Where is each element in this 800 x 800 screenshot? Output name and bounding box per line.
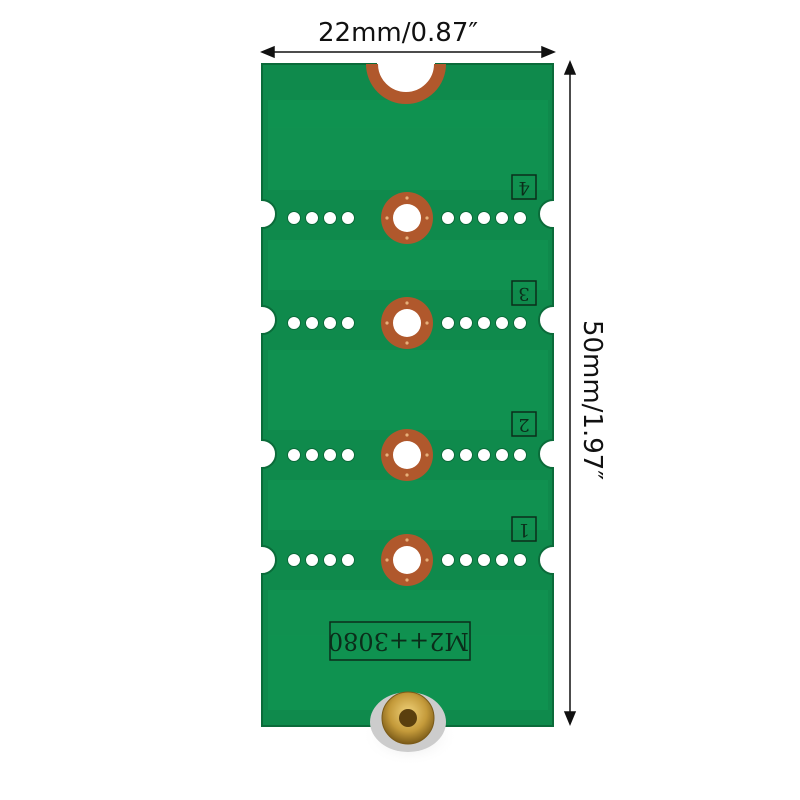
width-dimension-label: 22mm/0.87″ — [318, 18, 479, 48]
width-dimension-line — [260, 45, 556, 59]
slot-label-1: 1 — [518, 519, 530, 540]
silkscreen-label-boxes — [329, 174, 537, 661]
ring-vias — [385, 196, 429, 582]
slot-label-3: 3 — [518, 283, 530, 304]
top-copper-notch — [366, 63, 446, 104]
mount-row-4 — [287, 192, 527, 244]
trace-bands — [268, 100, 548, 710]
mount-row-3 — [287, 297, 527, 349]
height-dimension-line — [563, 60, 577, 726]
slot-label-4: 4 — [518, 177, 530, 198]
mount-row-1 — [287, 534, 527, 586]
brass-standoff — [370, 691, 446, 752]
mount-row-2 — [287, 429, 527, 481]
slot-label-2: 2 — [518, 414, 530, 435]
model-silkscreen: M2++3080 — [327, 627, 469, 655]
